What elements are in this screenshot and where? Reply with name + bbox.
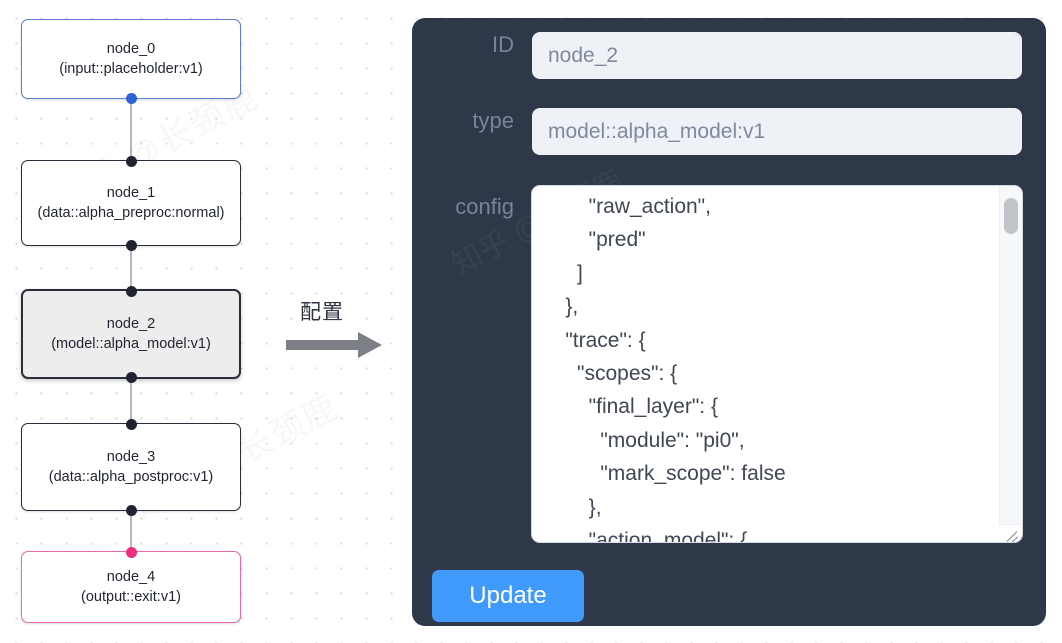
resize-grip-icon[interactable] [1000, 524, 1021, 541]
node-subtitle: (output::exit:v1) [81, 589, 181, 605]
node-handle-top[interactable] [125, 155, 137, 167]
node-label: node_1(data::alpha_preproc:normal) [29, 183, 233, 223]
node-handle-top[interactable] [125, 546, 137, 558]
graph-node-node_4[interactable]: node_4(output::exit:v1) [21, 546, 241, 623]
node-title: node_1 [106, 185, 156, 201]
config-textarea-wrapper: "raw_action", "pred" ] }, "trace": { "sc… [532, 186, 1022, 542]
node-label: node_4(output::exit:v1) [29, 567, 233, 607]
node-handle-bottom[interactable] [125, 371, 137, 383]
update-button[interactable]: Update [432, 570, 584, 622]
node-handle-bottom[interactable] [125, 92, 137, 104]
flow-arrow-caption: 配置 [300, 301, 344, 324]
edge-node3-node4 [130, 511, 132, 551]
config-scrollbar[interactable] [999, 186, 1022, 526]
id-input[interactable] [532, 32, 1022, 79]
graph-node-node_2[interactable]: node_2(model::alpha_model:v1) [21, 285, 241, 383]
graph-node-node_0[interactable]: node_0(input::placeholder:v1) [21, 19, 241, 104]
config-textarea[interactable]: "raw_action", "pred" ] }, "trace": { "sc… [532, 186, 994, 542]
node-title: node_2 [106, 316, 156, 332]
edge-node0-node1 [130, 99, 132, 160]
node-title: node_4 [106, 569, 156, 585]
node-subtitle: (data::alpha_preproc:normal) [37, 205, 225, 221]
node-inspector-panel: 知乎 @长颈鹿 知乎 @长颈鹿 ID type config "raw_acti… [412, 18, 1046, 626]
node-label: node_0(input::placeholder:v1) [29, 39, 233, 79]
field-row-type: type [432, 108, 1022, 155]
type-input[interactable] [532, 108, 1022, 155]
edge-node2-node3 [130, 379, 132, 423]
edge-node1-node2 [130, 246, 132, 289]
config-scrollbar-thumb[interactable] [1004, 198, 1018, 234]
graph-node-node_3[interactable]: node_3(data::alpha_postproc:v1) [21, 418, 241, 516]
node-label: node_3(data::alpha_postproc:v1) [29, 447, 233, 487]
node-handle-bottom[interactable] [125, 239, 137, 251]
flow-arrow-group: 配置 [286, 296, 396, 366]
node-handle-top[interactable] [125, 418, 137, 430]
node-subtitle: (input::placeholder:v1) [59, 61, 203, 77]
id-field-label: ID [492, 32, 514, 57]
field-row-id: ID [432, 32, 1022, 79]
right-arrow-icon [286, 332, 382, 358]
field-row-config: config "raw_action", "pred" ] }, "trace"… [432, 186, 1022, 542]
type-field-label: type [472, 108, 514, 133]
node-handle-top[interactable] [125, 285, 137, 297]
node-handle-bottom[interactable] [125, 504, 137, 516]
node-label: node_2(model::alpha_model:v1) [30, 314, 232, 354]
config-field-label: config [455, 194, 514, 219]
node-subtitle: (data::alpha_postproc:v1) [48, 469, 214, 485]
node-subtitle: (model::alpha_model:v1) [51, 336, 211, 352]
graph-node-node_1[interactable]: node_1(data::alpha_preproc:normal) [21, 155, 241, 251]
node-title: node_3 [106, 449, 156, 465]
node-title: node_0 [106, 41, 156, 57]
